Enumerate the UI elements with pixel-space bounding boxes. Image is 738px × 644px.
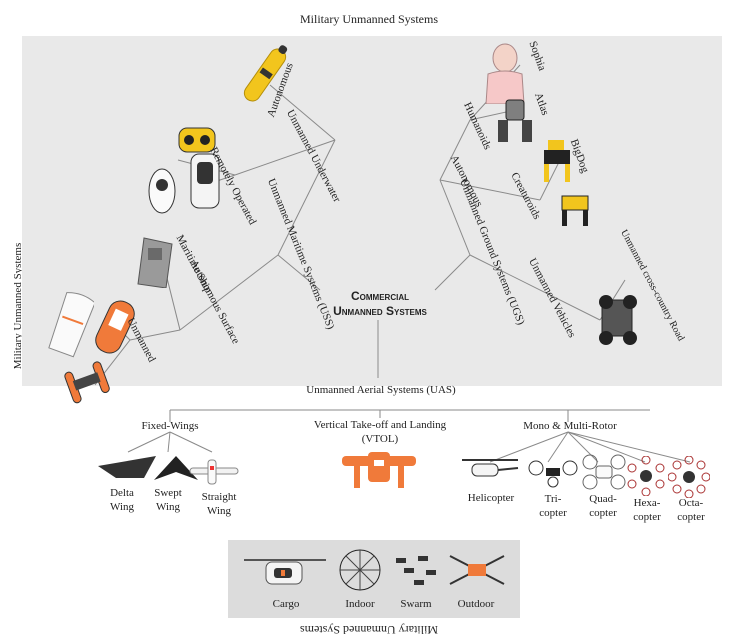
straight-wing-label-line1: Straight <box>201 491 237 503</box>
delta-wing-label: Delta Wing <box>98 486 146 514</box>
center-title-line1: Commercial <box>351 289 409 303</box>
octocopter-drone-image <box>668 456 710 498</box>
indoor-label: Indoor <box>345 598 375 610</box>
usv-catamaran-image <box>64 361 110 404</box>
outdoor-label: Outdoor <box>457 598 495 610</box>
hexacopter-drone-image <box>627 456 665 496</box>
helicopter-drone-image <box>462 459 519 477</box>
tricopter-label: Tri- copter <box>530 492 576 520</box>
vtol-drone-image <box>342 452 416 488</box>
atlas-robot-image <box>498 99 532 142</box>
quadcopter-label-line2: copter <box>589 507 617 519</box>
swept-wing-image <box>154 456 198 480</box>
straight-wing-image <box>189 459 239 485</box>
straight-wing-label: Straight Wing <box>192 490 246 518</box>
sophia-robot-image <box>485 43 525 104</box>
vtol-label-line1: Vertical Take-off and Landing <box>313 419 447 431</box>
hexacopter-label-line1: Hexa- <box>633 497 661 509</box>
rov-small-image <box>148 168 176 214</box>
quadcopter-drone-image <box>582 454 626 490</box>
quadcopter-label-line1: Quad- <box>589 493 617 505</box>
center-title-line2: Unmanned Systems <box>333 304 427 318</box>
swarm-label: Swarm <box>400 598 432 610</box>
straight-wing-label-line2: Wing <box>207 505 231 517</box>
cargo-drone-image <box>244 559 326 585</box>
delta-wing-image <box>98 456 156 478</box>
octocopter-label: Octa- copter <box>668 496 714 524</box>
cross-country-vehicle-image <box>599 295 637 345</box>
vtol-label-line2: (VTOL) <box>361 433 399 445</box>
vtol-label: Vertical Take-off and Landing (VTOL) <box>290 418 470 446</box>
octocopter-label-line2: copter <box>677 511 705 523</box>
quadruped-robot-image <box>561 195 589 226</box>
fixed-wings-label: Fixed-Wings <box>141 420 199 432</box>
delta-wing-label-line2: Wing <box>110 501 134 513</box>
top-edge-title: Military Unmanned Systems <box>300 12 438 26</box>
swept-wing-label-line2: Wing <box>156 501 180 513</box>
cargo-label: Cargo <box>272 598 300 610</box>
usv-orange-image <box>95 300 135 354</box>
indoor-drone-image <box>339 549 381 591</box>
bigdog-robot-image <box>544 140 570 182</box>
maritime-ship-image <box>137 237 173 288</box>
rov-white-image <box>190 153 220 209</box>
octocopter-label-line1: Octa- <box>678 497 704 509</box>
usv-white-image <box>48 292 94 358</box>
swarm-drones-image <box>396 556 436 585</box>
uas-label: Unmanned Aerial Systems (UAS) <box>306 384 456 396</box>
delta-wing-label-line1: Delta <box>110 487 134 499</box>
tricopter-drone-image <box>528 460 578 488</box>
helicopter-label: Helicopter <box>467 492 515 504</box>
rov-yellow-image <box>178 127 216 153</box>
autonomous-underwater-vehicle-image <box>243 45 288 102</box>
center-title: Commercial Unmanned Systems <box>300 289 460 319</box>
swept-wing-label-line1: Swept <box>154 487 182 499</box>
multirotor-label: Mono & Multi-Rotor <box>523 420 617 432</box>
outdoor-drone-image <box>449 555 505 585</box>
quadcopter-label: Quad- copter <box>580 492 626 520</box>
tricopter-label-line1: Tri- <box>544 493 562 505</box>
hexacopter-label-line2: copter <box>633 511 661 523</box>
swept-wing-label: Swept Wing <box>144 486 192 514</box>
hexacopter-label: Hexa- copter <box>624 496 670 524</box>
tricopter-label-line2: copter <box>539 507 567 519</box>
